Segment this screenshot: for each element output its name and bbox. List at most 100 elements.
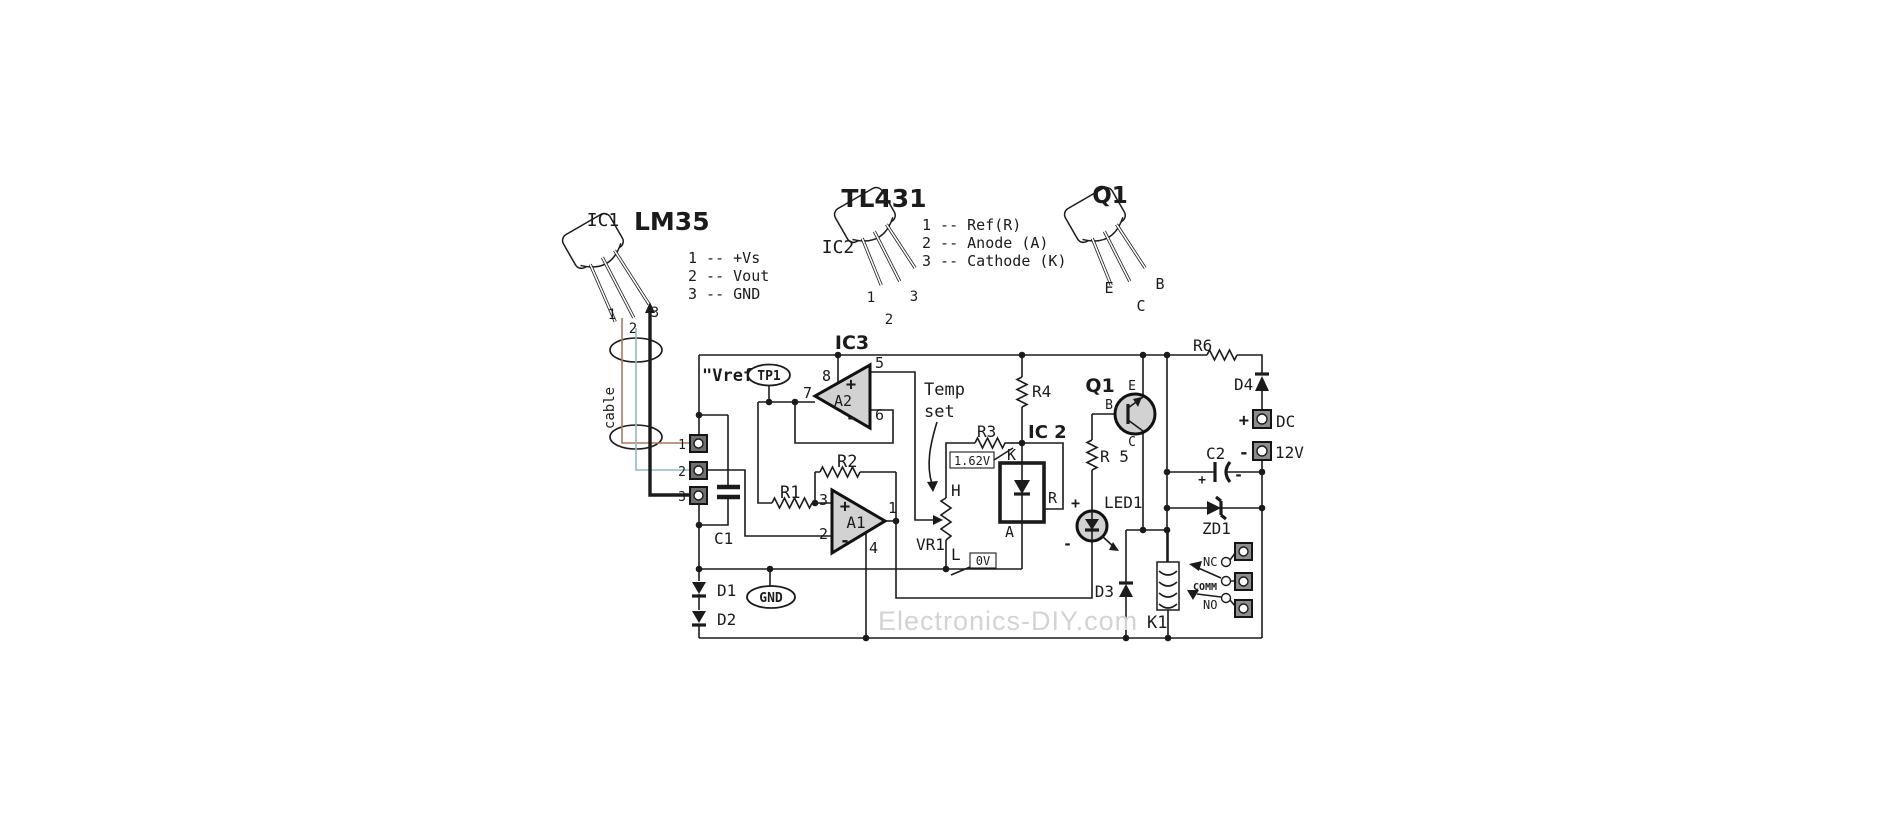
q1-package-drawing: Q1 E C B bbox=[1063, 183, 1165, 315]
lm35-pin-list-2: 2 -- Vout bbox=[688, 267, 769, 285]
a2-label: A2 bbox=[834, 392, 852, 410]
resistors bbox=[771, 348, 1238, 541]
vr1-h-label: H bbox=[951, 481, 961, 500]
a1-pin1: 1 bbox=[888, 499, 897, 517]
tl431-pin-list-1: 1 -- Ref(R) bbox=[922, 216, 1021, 234]
q1-emitter-arrow bbox=[1133, 397, 1142, 407]
q1-lead-b: B bbox=[1155, 275, 1164, 293]
d2-label: D2 bbox=[717, 610, 736, 629]
tl431-block: IC 2 K A R bbox=[998, 422, 1067, 541]
terminal-2-label: 2 bbox=[678, 465, 686, 480]
c2-minus: - bbox=[1234, 466, 1243, 484]
potentiometer-vr1 bbox=[939, 497, 953, 541]
c1-label: C1 bbox=[714, 529, 733, 548]
led1-label: LED1 bbox=[1104, 493, 1143, 512]
q1-c-label: C bbox=[1128, 435, 1136, 450]
k-label: K bbox=[1007, 446, 1016, 464]
wire3-arrowhead bbox=[645, 302, 655, 313]
cable-wire-3 bbox=[648, 312, 690, 497]
opamp-a1: + - A1 3 2 1 4 bbox=[819, 487, 897, 557]
led-plus: + bbox=[1071, 494, 1080, 512]
vr1-label: VR1 bbox=[916, 535, 945, 554]
diodes bbox=[692, 372, 1269, 638]
a1-plus-sign: + bbox=[840, 497, 850, 517]
q1-e-label: E bbox=[1128, 379, 1136, 394]
tl431-pin-list-2: 2 -- Anode (A) bbox=[922, 234, 1048, 252]
temp-set-line2: set bbox=[924, 402, 955, 422]
ic2-ref-label: IC2 bbox=[822, 237, 855, 258]
lm35-pin-list-1: 1 -- +Vs bbox=[688, 249, 760, 267]
cable-wire-2 bbox=[635, 328, 690, 471]
terminal-3-label: 3 bbox=[678, 490, 686, 505]
dc-label: DC bbox=[1276, 412, 1295, 431]
tl431-part-label: TL431 bbox=[841, 184, 926, 213]
nc-arm-arrow bbox=[1189, 561, 1202, 571]
contact-com bbox=[1220, 575, 1232, 587]
lm35-package-drawing: IC1 LM35 1 2 3 1 -- +Vs 2 -- Vout 3 -- G… bbox=[561, 207, 769, 337]
resistor-r6 bbox=[1206, 348, 1238, 362]
tl431-lead-1: 1 bbox=[867, 290, 875, 306]
ic3-label: IC3 bbox=[835, 332, 869, 354]
opamp-a2: + - A2 8 7 5 6 IC3 bbox=[803, 332, 884, 431]
a1-minus-sign: - bbox=[840, 531, 850, 551]
watermark: Electronics-DIY.com bbox=[878, 606, 1138, 636]
q1-schem-label: Q1 bbox=[1085, 375, 1114, 397]
a2-pin5: 5 bbox=[875, 354, 884, 372]
vr1-l-label: L bbox=[951, 545, 961, 564]
resistor-r3 bbox=[974, 436, 1007, 450]
vr1-wiper-arrow bbox=[933, 515, 943, 525]
tl431-lead-2: 2 bbox=[885, 312, 893, 328]
c2-label: C2 bbox=[1206, 444, 1225, 463]
cable-label: cable bbox=[602, 387, 618, 429]
v12-label: 12V bbox=[1275, 443, 1304, 462]
sensor-cable: cable bbox=[602, 302, 690, 497]
tl431-pin-list-3: 3 -- Cathode (K) bbox=[922, 252, 1067, 270]
zd1-label: ZD1 bbox=[1202, 519, 1231, 538]
a2-plus-sign: + bbox=[846, 375, 856, 395]
led-minus: - bbox=[1063, 535, 1072, 553]
r6-label: R6 bbox=[1193, 336, 1212, 355]
diode-d2 bbox=[692, 611, 706, 638]
ic1-ref-label: IC1 bbox=[587, 210, 620, 231]
a2-minus-sign: - bbox=[846, 408, 856, 428]
nc-label: NC bbox=[1203, 555, 1217, 569]
resistor-r2 bbox=[819, 465, 861, 479]
dc-plus-sign: + bbox=[1239, 411, 1249, 431]
a-label: A bbox=[1005, 523, 1014, 541]
led-ray-arrow bbox=[1109, 542, 1119, 551]
diode-d4 bbox=[1255, 372, 1269, 391]
zero-volt-tag bbox=[969, 552, 997, 569]
r2-label: R2 bbox=[837, 452, 857, 472]
a1-pin2: 2 bbox=[819, 525, 828, 543]
comm-label: COMM bbox=[1193, 582, 1217, 593]
diode-d1 bbox=[692, 582, 706, 610]
a2-pin6: 6 bbox=[875, 406, 884, 424]
component-labels: R1 R2 R3 R4 R 5 R6 C1 C2 + - VR1 H L D1 … bbox=[714, 336, 1253, 629]
q1-lead-e: E bbox=[1104, 279, 1113, 297]
capacitor-c2-plate2 bbox=[1224, 461, 1232, 483]
d1-label: D1 bbox=[717, 581, 736, 600]
temp-set-annotation: Temp set bbox=[924, 380, 965, 492]
sensor-terminal-block: 1 2 3 bbox=[678, 434, 708, 505]
r3-label: R3 bbox=[977, 422, 996, 441]
q1-pinout-label: Q1 bbox=[1092, 183, 1128, 209]
q1-b-label: B bbox=[1105, 398, 1113, 413]
led1: + - LED1 bbox=[1063, 493, 1143, 553]
ic2-box-label: IC 2 bbox=[1028, 422, 1067, 443]
d4-label: D4 bbox=[1234, 375, 1253, 394]
relay-k1: K1 NC COMM NO bbox=[1147, 542, 1253, 633]
ref-voltage-value: 1.62V bbox=[954, 454, 990, 468]
a2-pin8: 8 bbox=[822, 367, 831, 385]
r4-label: R4 bbox=[1032, 382, 1051, 401]
vref-label: "Vref" bbox=[702, 366, 763, 386]
r1-label: R1 bbox=[780, 483, 800, 503]
testpoints: "Vref" TP1 GND 1.62V 0V bbox=[702, 363, 1014, 609]
cable-wire-1 bbox=[621, 318, 690, 444]
schematic-wires bbox=[698, 354, 1263, 639]
capacitors bbox=[717, 461, 1232, 500]
diode-d3 bbox=[1119, 581, 1133, 597]
temp-set-arrow bbox=[927, 481, 938, 492]
a2-pin7: 7 bbox=[803, 384, 812, 402]
dc-input: + - DC 12V bbox=[1239, 409, 1304, 463]
